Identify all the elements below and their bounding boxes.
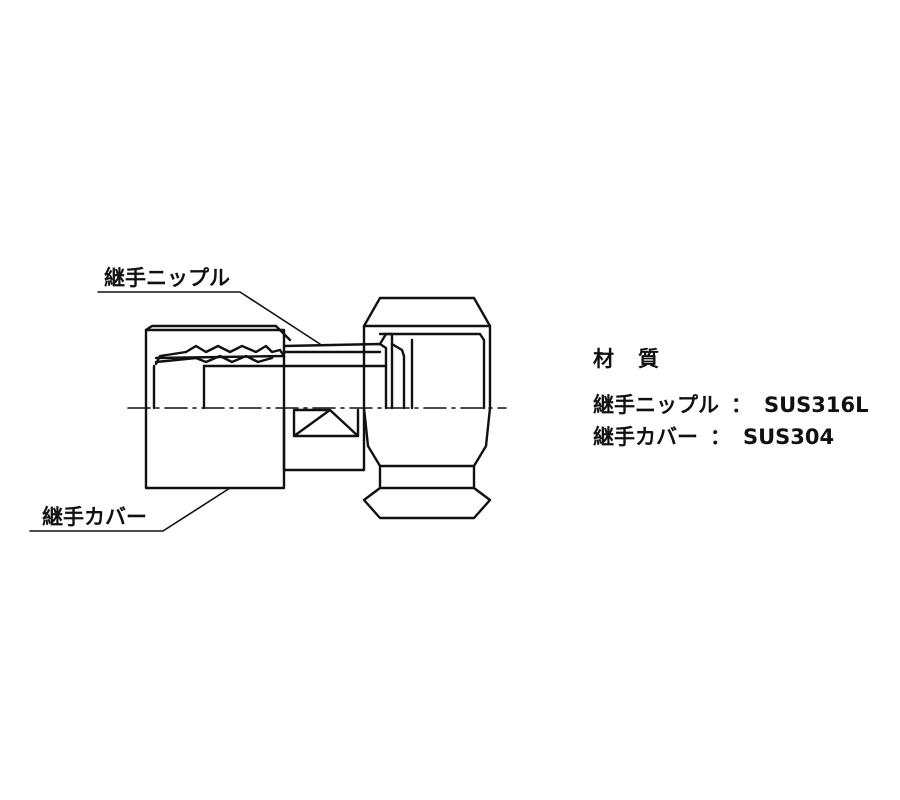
- cover-top-edge: [144, 324, 292, 342]
- materials-title-left: 材: [593, 347, 614, 371]
- leader-line-cover: [29, 487, 231, 532]
- label-nipple: 継手ニップル: [104, 266, 230, 290]
- waist-outline: [282, 406, 366, 472]
- materials-row: 継手ニップル ： SUS316L: [593, 395, 869, 416]
- materials-row-separator: ：: [731, 393, 752, 417]
- nipple-serration: [154, 344, 286, 366]
- leader-line-nipple: [97, 291, 321, 345]
- materials-row: 継手カバー ： SUS304: [593, 427, 834, 448]
- nipple-shaft: [282, 342, 388, 410]
- materials-row-part: 継手ニップル: [593, 393, 719, 417]
- cover-outline: [144, 328, 286, 490]
- materials-row-material: SUS316L: [764, 393, 869, 417]
- hex-nut-outline: [362, 296, 492, 520]
- gasket-triangle: [292, 408, 360, 438]
- materials-row-material: SUS304: [743, 425, 835, 449]
- label-cover: 継手カバー: [42, 505, 147, 529]
- materials-title: 材質: [593, 349, 659, 370]
- hex-nut-inner-thread: [378, 332, 486, 410]
- materials-row-separator: ：: [710, 425, 731, 449]
- materials-title-right: 質: [638, 347, 659, 371]
- nipple-serration-lower: [154, 354, 274, 364]
- materials-row-part: 継手カバー: [593, 425, 698, 449]
